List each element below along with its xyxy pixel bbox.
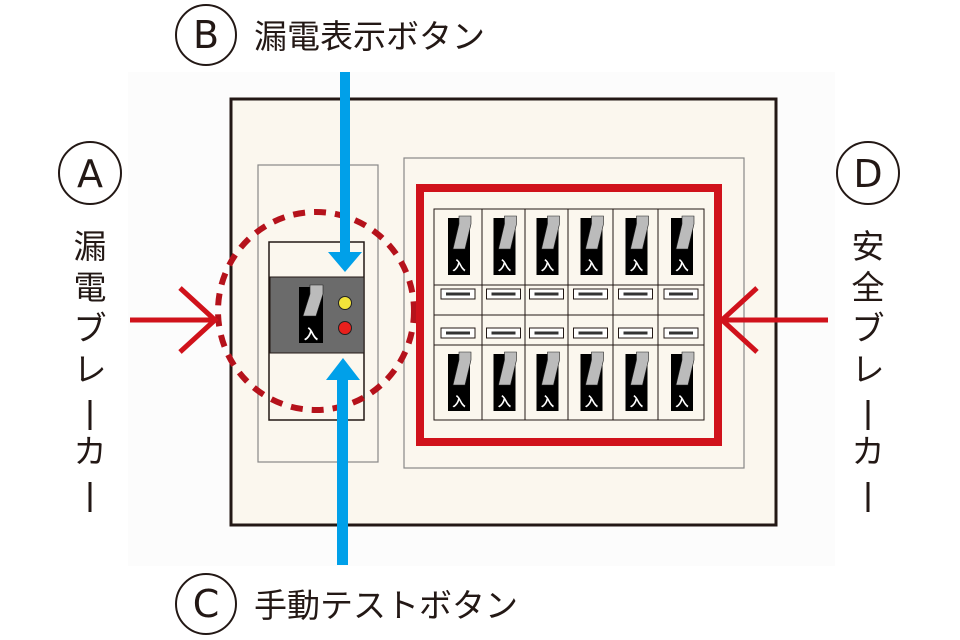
- switch-on-label: 入: [304, 327, 318, 343]
- label-d-char: 安: [852, 227, 885, 266]
- label-b: B 漏電表示ボタン: [175, 4, 485, 66]
- switch-on-label: 入: [498, 259, 511, 274]
- highlight-dashed-circle: [215, 209, 417, 413]
- letter-a: A: [77, 152, 103, 196]
- safety-breaker-frame: [403, 157, 745, 469]
- safety-breaker-switch-top[interactable]: 入: [671, 215, 695, 275]
- switch-on-label: 入: [630, 395, 643, 410]
- letter-b: B: [193, 13, 219, 57]
- label-a-char: レ: [74, 350, 107, 389]
- letter-circle-d: [836, 141, 900, 205]
- safety-breaker-switch-bottom[interactable]: 入: [671, 351, 695, 411]
- switch-on-label: 入: [541, 259, 554, 274]
- test-button[interactable]: [338, 321, 352, 335]
- letter-c: C: [193, 582, 220, 626]
- circuit-name-scribble: [623, 292, 648, 296]
- arrow-d: [718, 286, 828, 354]
- arrow-a: [130, 286, 219, 354]
- arrow-c: [326, 358, 360, 565]
- switch-on-label: 入: [675, 395, 688, 410]
- circuit-name-scribble: [534, 331, 559, 335]
- circuit-name-scribble: [491, 292, 516, 296]
- switch-on-label: 入: [585, 395, 598, 410]
- label-b-text: 漏電表示ボタン: [254, 17, 485, 56]
- leak-indicator-button[interactable]: [338, 296, 352, 310]
- safety-breaker-switch-bottom[interactable]: 入: [493, 351, 517, 411]
- switch-on-label: 入: [452, 395, 465, 410]
- safety-breaker-switch-top[interactable]: 入: [448, 215, 472, 275]
- circuit-name-scribble: [491, 331, 516, 335]
- circuit-name-scribble: [446, 331, 470, 335]
- switch-on-label: 入: [675, 259, 688, 274]
- label-c: C 手動テストボタン: [175, 573, 518, 635]
- circuit-name-scribble: [578, 292, 603, 296]
- circuit-name-scribble: [446, 292, 470, 296]
- label-a-char: ブ: [74, 309, 107, 348]
- circuit-name-scribble: [669, 292, 693, 296]
- switch-on-label: 入: [630, 259, 643, 274]
- circuit-name-scribble: [534, 292, 559, 296]
- switch-on-label: 入: [541, 395, 554, 410]
- safety-breaker-switch-bottom[interactable]: 入: [536, 351, 560, 411]
- label-d-char: 全: [852, 268, 885, 307]
- safety-breaker-switch-top[interactable]: 入: [625, 215, 649, 275]
- leak-breaker-frame: [257, 164, 379, 463]
- label-d-char: レ: [852, 350, 885, 389]
- label-c-text: 手動テストボタン: [254, 586, 518, 625]
- letter-circle-a: [58, 141, 122, 205]
- safety-breaker-switch-top[interactable]: 入: [536, 215, 560, 275]
- label-a-char: カ: [74, 432, 107, 471]
- safety-breaker-switch-bottom[interactable]: 入: [625, 351, 649, 411]
- safety-breaker-switch-top[interactable]: 入: [580, 215, 604, 275]
- switch-on-label: 入: [498, 395, 511, 410]
- switch-on-label: 入: [452, 259, 465, 274]
- label-a-char: 漏: [74, 227, 107, 266]
- letter-circle-b: [175, 4, 237, 66]
- switch-on-label: 入: [585, 259, 598, 274]
- safety-breaker-highlight: [416, 184, 722, 446]
- leak-breaker: 入: [268, 241, 365, 421]
- safety-breaker-switch-bottom[interactable]: 入: [580, 351, 604, 411]
- label-d-char: ブ: [852, 309, 885, 348]
- label-a-char: 電: [74, 268, 107, 307]
- circuit-name-scribble: [578, 331, 603, 335]
- safety-breaker-switch-bottom[interactable]: 入: [448, 351, 472, 411]
- circuit-name-scribble: [623, 331, 648, 335]
- leak-breaker-switch[interactable]: 入: [299, 284, 324, 343]
- letter-circle-c: [175, 573, 237, 635]
- arrow-b: [328, 72, 362, 272]
- safety-breaker-switch-top[interactable]: 入: [493, 215, 517, 275]
- letter-d: D: [853, 152, 882, 196]
- circuit-name-scribble: [669, 331, 693, 335]
- label-d-char: カ: [852, 432, 885, 471]
